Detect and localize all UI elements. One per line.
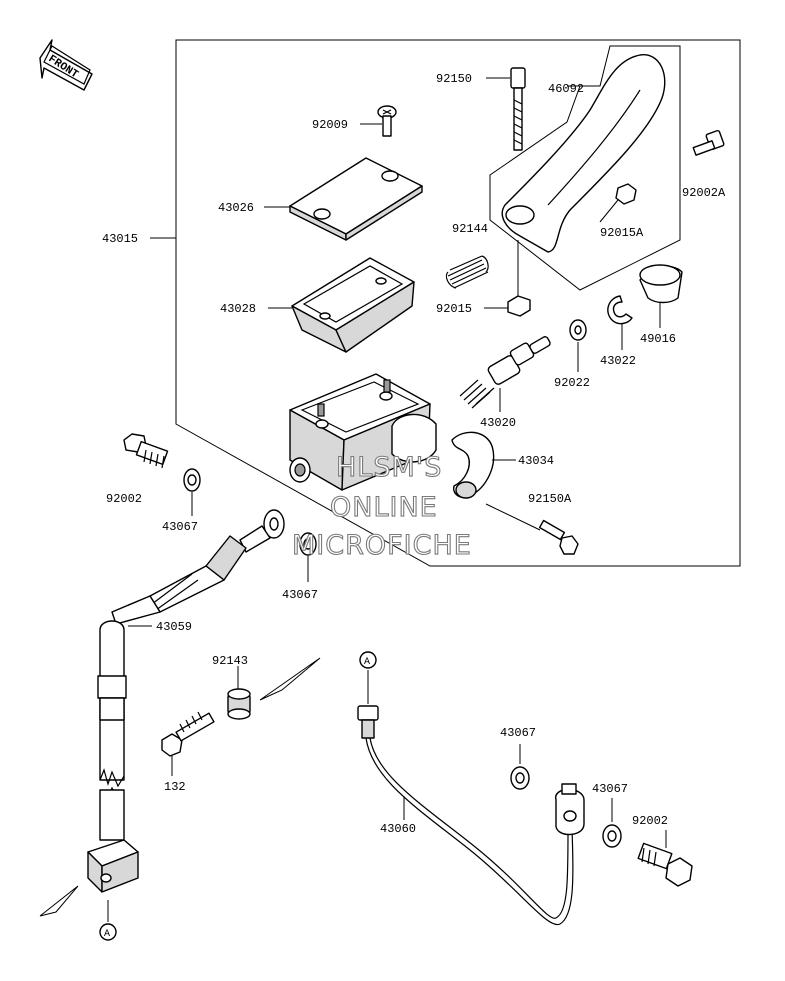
label-92009: 92009 bbox=[312, 118, 348, 132]
label-92150: 92150 bbox=[436, 72, 472, 86]
ref-marker-top: A bbox=[359, 651, 377, 669]
piston-43020 bbox=[459, 336, 551, 412]
label-92144: 92144 bbox=[452, 222, 488, 236]
label-43067-c: 43067 bbox=[500, 726, 536, 740]
bolt-92002-bottom bbox=[637, 830, 693, 887]
bolt-132 bbox=[161, 711, 215, 776]
washer-43067-b bbox=[299, 532, 317, 582]
label-43067-d: 43067 bbox=[592, 782, 628, 796]
screw-92009 bbox=[360, 105, 397, 137]
washer-43067-a bbox=[183, 468, 201, 516]
bolt-92002-top bbox=[123, 433, 169, 469]
bolt-92002a bbox=[692, 129, 725, 156]
brake-hose-43059 bbox=[39, 509, 285, 922]
watermark-line-2: ONLINE bbox=[330, 492, 438, 523]
washer-92022 bbox=[569, 319, 587, 372]
label-43059: 43059 bbox=[156, 620, 192, 634]
label-132: 132 bbox=[164, 780, 186, 794]
label-43060: 43060 bbox=[380, 822, 416, 836]
clamp-43034 bbox=[451, 431, 516, 499]
label-92015a: 92015A bbox=[600, 226, 644, 240]
lever-46092 bbox=[489, 45, 681, 291]
nut-92015 bbox=[484, 240, 531, 317]
nut-92015a bbox=[599, 183, 637, 223]
bolt-92150 bbox=[486, 67, 526, 151]
label-46092: 46092 bbox=[548, 82, 584, 96]
front-arrow-icon: FRONT bbox=[39, 39, 93, 91]
label-49016: 49016 bbox=[640, 332, 676, 346]
label-43026: 43026 bbox=[218, 201, 254, 215]
label-43067-a: 43067 bbox=[162, 520, 198, 534]
assembly-outline bbox=[175, 39, 741, 567]
collar-92143 bbox=[227, 657, 321, 720]
label-43028: 43028 bbox=[220, 302, 256, 316]
ref-marker-bottom: A bbox=[99, 923, 117, 941]
spring-92144 bbox=[445, 255, 489, 289]
watermark-line-1: HLSM'S bbox=[336, 452, 442, 483]
master-cylinder-body bbox=[289, 373, 437, 491]
label-43020: 43020 bbox=[480, 416, 516, 430]
label-43034: 43034 bbox=[518, 454, 554, 468]
label-43015: 43015 bbox=[102, 232, 138, 246]
washer-43067-d bbox=[602, 798, 622, 848]
label-92002a: 92002A bbox=[682, 186, 726, 200]
label-92150a: 92150A bbox=[528, 492, 572, 506]
ref-marker-top-label: A bbox=[364, 657, 370, 668]
label-43022: 43022 bbox=[600, 354, 636, 368]
watermark-line-3: MICROFICHE bbox=[292, 530, 472, 561]
label-92015: 92015 bbox=[436, 302, 472, 316]
ref-marker-bottom-label: A bbox=[104, 929, 110, 940]
circlip-43022 bbox=[607, 295, 633, 350]
diaphragm-43028 bbox=[268, 257, 415, 353]
label-92022: 92022 bbox=[554, 376, 590, 390]
boot-49016 bbox=[639, 264, 683, 328]
label-43067-b: 43067 bbox=[282, 588, 318, 602]
brake-pipe-43060 bbox=[357, 670, 585, 926]
washer-43067-c bbox=[510, 744, 530, 790]
label-92002-top: 92002 bbox=[106, 492, 142, 506]
bolt-92150a bbox=[485, 503, 579, 555]
cover-43026 bbox=[264, 157, 423, 241]
label-92143: 92143 bbox=[212, 654, 248, 668]
label-92002-bottom: 92002 bbox=[632, 814, 668, 828]
